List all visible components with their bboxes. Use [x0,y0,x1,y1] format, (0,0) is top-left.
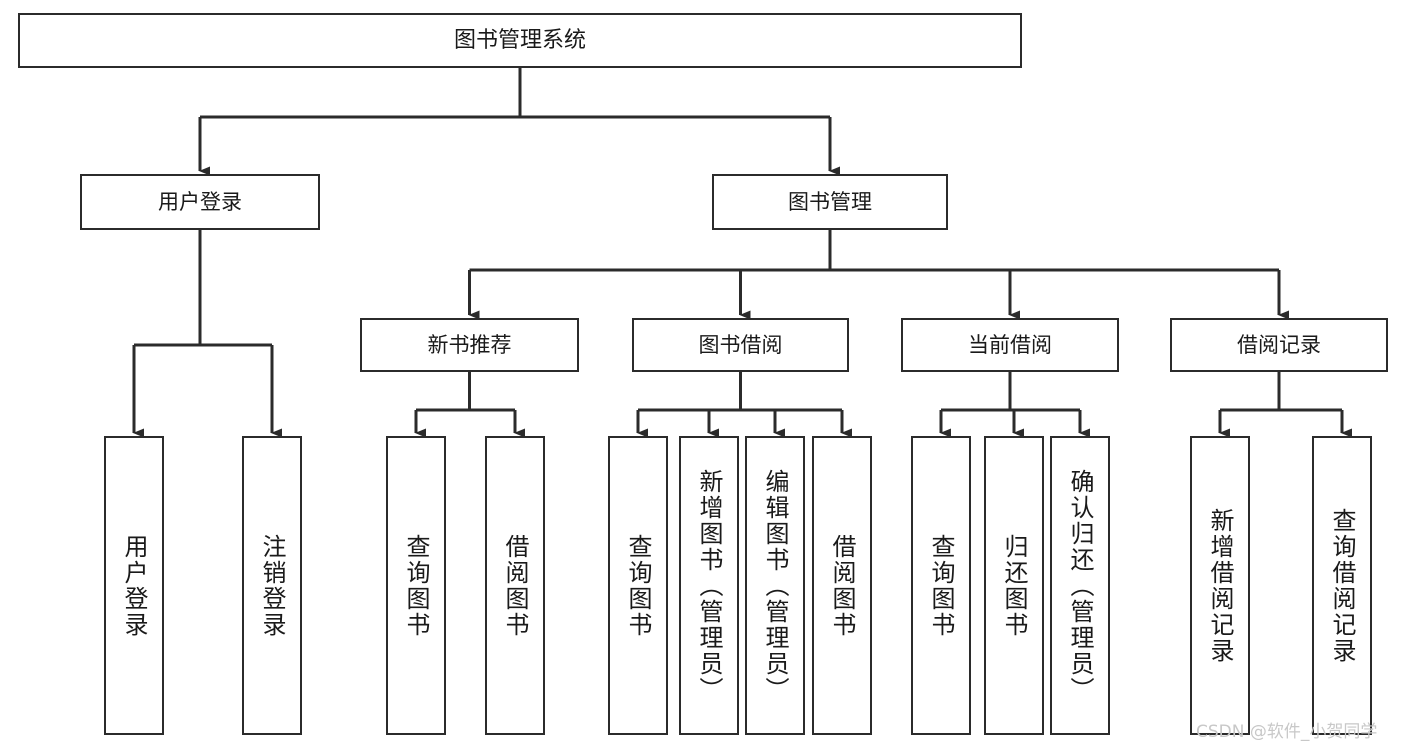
node-leaf-return-book[interactable]: 归还图书 [984,436,1044,735]
node-label: 用户登录 [120,533,148,638]
node-leaf-add-borrow-record[interactable]: 新增借阅记录 [1190,436,1250,735]
node-label: 编辑图书（管理员） [761,468,789,703]
node-book-borrow[interactable]: 图书借阅 [632,318,849,372]
node-leaf-edit-book-admin[interactable]: 编辑图书（管理员） [745,436,805,735]
node-label: 归还图书 [1000,533,1028,638]
node-leaf-user-login[interactable]: 用户登录 [104,436,164,735]
node-label: 借阅图书 [501,533,529,638]
node-user-login[interactable]: 用户登录 [80,174,320,230]
node-leaf-borrow-book-a[interactable]: 借阅图书 [485,436,545,735]
node-label: 当前借阅 [968,332,1052,357]
node-leaf-query-book-a[interactable]: 查询图书 [386,436,446,735]
node-label: 新书推荐 [427,332,512,357]
node-label: 图书借阅 [698,332,783,357]
node-label: 查询图书 [624,533,652,638]
csdn-watermark: CSDN @软件_小贺同学 [1196,722,1378,742]
node-label: 查询图书 [402,533,430,638]
node-leaf-confirm-return[interactable]: 确认归还（管理员） [1050,436,1110,735]
node-leaf-borrow-book-b[interactable]: 借阅图书 [812,436,872,735]
node-label: 借阅图书 [828,533,856,638]
node-book-management[interactable]: 图书管理 [712,174,948,230]
node-label: 用户登录 [158,189,242,214]
node-label: 查询图书 [927,533,955,638]
node-label: 新增图书（管理员） [695,468,723,703]
node-leaf-query-book-c[interactable]: 查询图书 [911,436,971,735]
node-label: 查询借阅记录 [1328,507,1356,664]
node-label: 图书管理 [788,189,872,214]
node-borrow-records[interactable]: 借阅记录 [1170,318,1388,372]
node-label: 图书管理系统 [453,27,586,53]
node-leaf-add-book-admin[interactable]: 新增图书（管理员） [679,436,739,735]
node-label: 注销登录 [258,533,286,638]
node-leaf-query-borrow-record[interactable]: 查询借阅记录 [1312,436,1372,735]
node-root[interactable]: 图书管理系统 [18,13,1022,68]
node-label: 借阅记录 [1237,332,1321,357]
node-label: 确认归还（管理员） [1066,468,1094,703]
node-label: 新增借阅记录 [1206,507,1234,664]
node-leaf-user-logout[interactable]: 注销登录 [242,436,302,735]
node-new-book-recommend[interactable]: 新书推荐 [360,318,579,372]
node-leaf-query-book-b[interactable]: 查询图书 [608,436,668,735]
node-current-borrow[interactable]: 当前借阅 [901,318,1119,372]
